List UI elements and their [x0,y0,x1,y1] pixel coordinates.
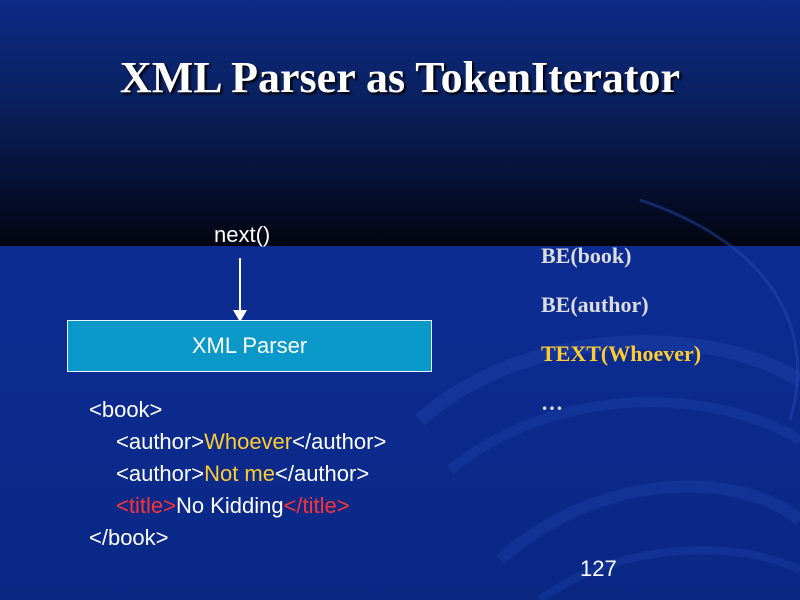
slide-background-bottom [0,246,800,600]
page-number: 127 [580,556,617,581]
slide-title: XML Parser as TokenIterator [119,53,681,102]
next-call-label: next() [214,222,271,247]
xml-line: <title>No Kidding</title> [89,490,386,522]
token-item: BE(book) [541,243,632,268]
xml-segment: Not me [204,461,275,486]
xml-source-listing: <book><author>Whoever</author><author>No… [89,394,386,554]
xml-line: <author>Whoever</author> [89,426,386,458]
xml-segment: <title> [116,493,176,518]
down-arrow-icon [233,258,247,322]
token-stream-list: BE(book) BE(author) TEXT(Whoever) … [541,240,701,436]
token-item: TEXT(Whoever) [541,341,702,366]
xml-segment: Whoever [204,429,293,454]
xml-segment: No Kidding [175,493,284,518]
xml-segment: </title> [283,493,350,518]
xml-parser-box: XML Parser [67,320,432,372]
xml-segment: </author> [292,429,387,454]
xml-parser-label: XML Parser [191,333,308,358]
xml-segment: </author> [275,461,370,486]
xml-line: </book> [89,522,386,554]
slide-background-top [0,0,800,246]
token-item: … [541,390,563,415]
xml-segment: </book> [89,525,169,550]
xml-line: <author>Not me</author> [89,458,386,490]
token-item: BE(author) [541,292,649,317]
xml-line: <book> [89,394,386,426]
xml-segment: <author> [116,461,205,486]
xml-segment: <book> [89,397,163,422]
xml-segment: <author> [116,429,205,454]
